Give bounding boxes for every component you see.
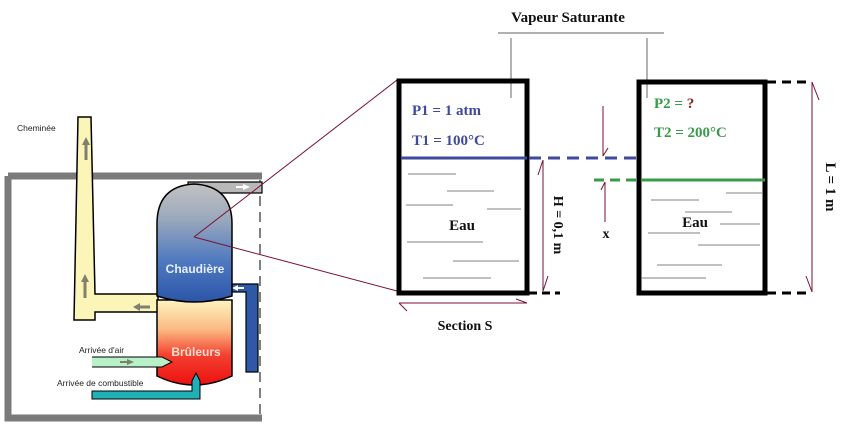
state2-pressure-unknown: ? <box>687 96 695 112</box>
burner-label: Brûleurs <box>171 345 221 359</box>
connector-line-bottom <box>193 236 398 292</box>
state2-water-label: Eau <box>682 215 708 231</box>
air-arrow-right-icon <box>120 359 134 365</box>
state1-temperature: T1 = 100°C <box>412 133 485 149</box>
state2-cylinder: P2 = ? T2 = 200°C Eau <box>636 79 768 296</box>
length-dimension <box>805 81 820 293</box>
state1-water-label: Eau <box>449 218 475 234</box>
chimney-arrow-up-icon <box>82 137 90 160</box>
chimney-label: Cheminée <box>17 123 56 133</box>
section-label: Section S <box>438 319 493 334</box>
return-water-pipe <box>231 283 259 373</box>
state1-cylinder: P1 = 1 atm T1 = 100°C Eau <box>396 78 530 296</box>
section-dimension <box>398 298 528 312</box>
displacement-dimension <box>600 106 609 222</box>
building-frame <box>4 172 262 422</box>
connector-line-top <box>193 79 398 238</box>
state1-water-lines <box>406 173 521 279</box>
fuel-inlet-pipe <box>91 371 201 400</box>
vapor-title: Vapeur Saturante <box>511 10 625 26</box>
air-inlet-label: Arrivée d'air <box>79 345 124 355</box>
state1-box <box>396 78 530 296</box>
height-label: H = 0,1 m <box>550 196 565 255</box>
height-dimension <box>537 159 549 292</box>
plant-schematic: Brûleurs Chaudière Arrivée d'air Arrivée… <box>4 116 263 422</box>
boiler-label: Chaudière <box>166 262 225 276</box>
length-label: L = 1 m <box>822 163 838 212</box>
burner <box>156 299 233 386</box>
state2-temperature: T2 = 200°C <box>654 125 727 141</box>
fuel-inlet-label: Arrivée de combustible <box>57 378 144 388</box>
state2-box <box>636 79 768 296</box>
state2-pressure: P2 = ? <box>654 96 694 112</box>
zoom-connector <box>193 79 398 292</box>
flue-arrow-left-icon <box>133 303 150 311</box>
state2-pressure-prefix: P2 = <box>654 96 687 112</box>
steam-arrow-right-icon <box>236 184 250 190</box>
displacement-label: x <box>603 227 610 242</box>
vapor-leader-lines <box>498 32 664 98</box>
boiler <box>156 183 233 303</box>
chimney-arrow-up-icon-2 <box>81 274 89 298</box>
return-arrow-left-icon <box>232 285 244 291</box>
state2-water-lines <box>642 192 762 279</box>
state1-pressure: P1 = 1 atm <box>412 103 481 119</box>
